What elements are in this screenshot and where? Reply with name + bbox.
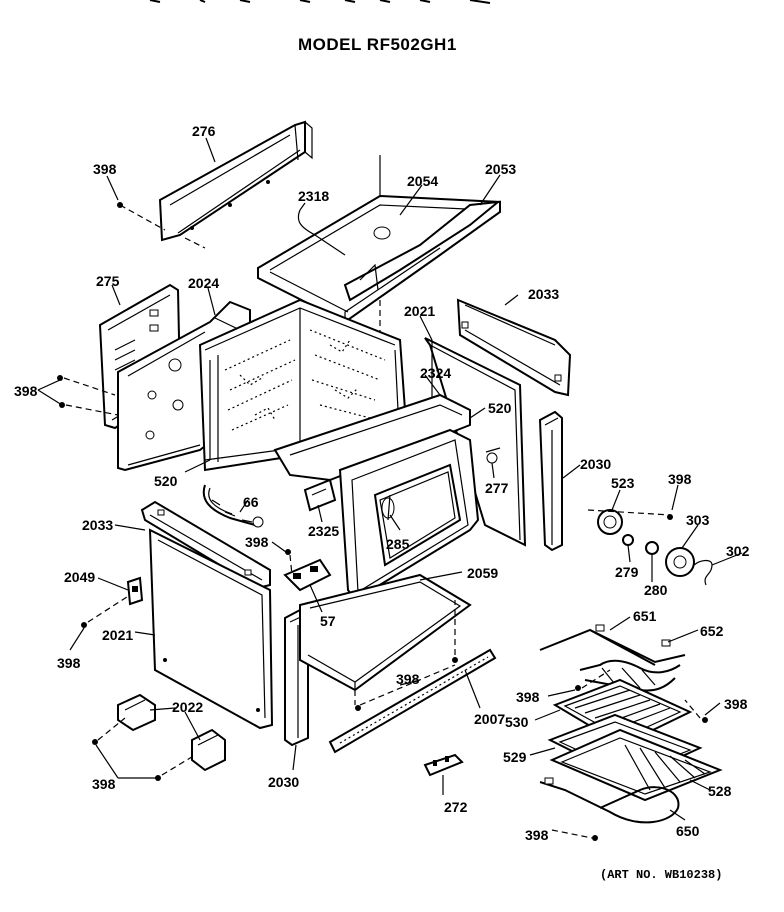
label-398-pan: 398 [396,671,420,687]
label-2318: 2318 [298,188,329,204]
label-2033-left: 2033 [82,517,113,533]
part-2021-left-panel [148,528,274,730]
label-530: 530 [505,714,529,730]
label-2022: 2022 [172,699,203,715]
part-2318-wire [297,209,346,256]
diagram-title: MODEL RF502GH1 [298,35,457,54]
label-652: 652 [700,623,724,639]
label-2325: 2325 [308,523,339,539]
label-285: 285 [386,536,410,552]
label-398-bottom: 398 [525,827,549,843]
control-knob-assembly [587,509,713,586]
part-2033-left-bracket [140,500,271,590]
part-2059-bottom-pan [299,573,472,692]
label-2021-left: 2021 [102,627,133,643]
part-labels: 276 398 2318 2054 2053 275 2024 2021 203… [14,123,750,843]
label-529: 529 [503,749,527,765]
part-2325 [303,478,337,512]
label-277: 277 [485,480,509,496]
oven-rack-528 [549,728,723,802]
label-398-element: 398 [516,689,540,705]
top-edge-remnants [149,0,491,4]
label-2324: 2324 [420,365,451,381]
label-2030-bottom: 2030 [268,774,299,790]
label-520-right: 520 [488,400,512,416]
label-275: 275 [96,273,120,289]
label-2053: 2053 [485,161,516,177]
bake-element-650 [539,777,680,824]
label-2059: 2059 [467,565,498,581]
screws [57,202,708,841]
label-279: 279 [615,564,639,580]
art-number: (ART NO. WB10238) [600,868,722,882]
part-2030-right-trim [538,410,563,552]
label-398-right: 398 [724,696,748,712]
label-2007: 2007 [474,711,505,727]
part-2049 [126,576,144,606]
label-398-lower-left: 398 [57,655,81,671]
label-398: 398 [93,161,117,177]
label-528: 528 [708,783,732,799]
part-2033-right-bracket [456,298,572,397]
label-398-left: 398 [14,383,38,399]
part-57 [283,558,332,592]
label-650: 650 [676,823,700,839]
label-2049: 2049 [64,569,95,585]
label-2054: 2054 [407,173,438,189]
label-280: 280 [644,582,668,598]
label-2021-top: 2021 [404,303,435,319]
label-272: 272 [444,799,468,815]
label-276: 276 [192,123,216,139]
label-66: 66 [243,494,259,510]
part-276-back-strip [119,120,313,249]
part-2021-right-panel [424,337,527,547]
label-2024: 2024 [188,275,219,291]
label-57: 57 [320,613,336,629]
part-2007-kick-panel [328,648,497,754]
part-520-door-frame [273,393,480,602]
leader-lines [37,137,743,821]
label-523: 523 [611,475,635,491]
label-398-bottom-left: 398 [92,776,116,792]
label-651: 651 [633,608,657,624]
label-520-left: 520 [154,473,178,489]
label-2033-top: 2033 [528,286,559,302]
heating-element-651 [539,624,686,692]
part-272 [423,753,464,777]
part-2022-brackets [117,693,226,772]
label-398-knob: 398 [668,471,692,487]
label-303: 303 [686,512,710,528]
label-302: 302 [726,543,750,559]
label-398-mid: 398 [245,534,269,550]
assembly-lines [63,377,701,839]
label-2030-right: 2030 [580,456,611,472]
part-66-wire-harness [202,484,264,528]
